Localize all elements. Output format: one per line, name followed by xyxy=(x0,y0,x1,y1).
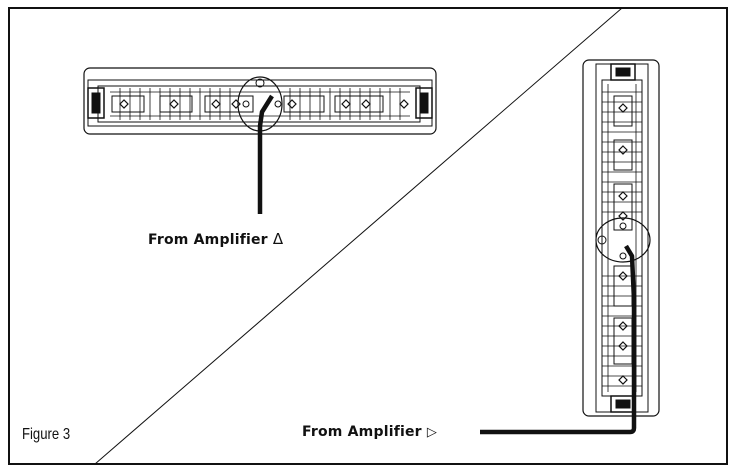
center-hub-vertical xyxy=(595,217,651,263)
from-amplifier-label-vertical: From Amplifier ▷ xyxy=(302,424,437,440)
diagonal-divider xyxy=(94,7,623,465)
top-end-cap xyxy=(610,63,636,81)
right-end-cap xyxy=(415,87,433,119)
horizontal-cable xyxy=(257,94,274,214)
figure-frame xyxy=(8,7,728,465)
left-end-cap xyxy=(87,87,105,119)
vertical-speaker xyxy=(582,59,660,417)
figure-caption: Figure 3 xyxy=(22,426,71,443)
triangle-right-symbol: ▷ xyxy=(426,425,438,440)
vertical-cable xyxy=(480,244,637,435)
from-amplifier-label-horizontal: From Amplifier Δ xyxy=(148,230,283,248)
label-text: From Amplifier xyxy=(148,232,268,248)
delta-symbol: Δ xyxy=(272,230,284,248)
label-text: From Amplifier xyxy=(302,424,422,440)
